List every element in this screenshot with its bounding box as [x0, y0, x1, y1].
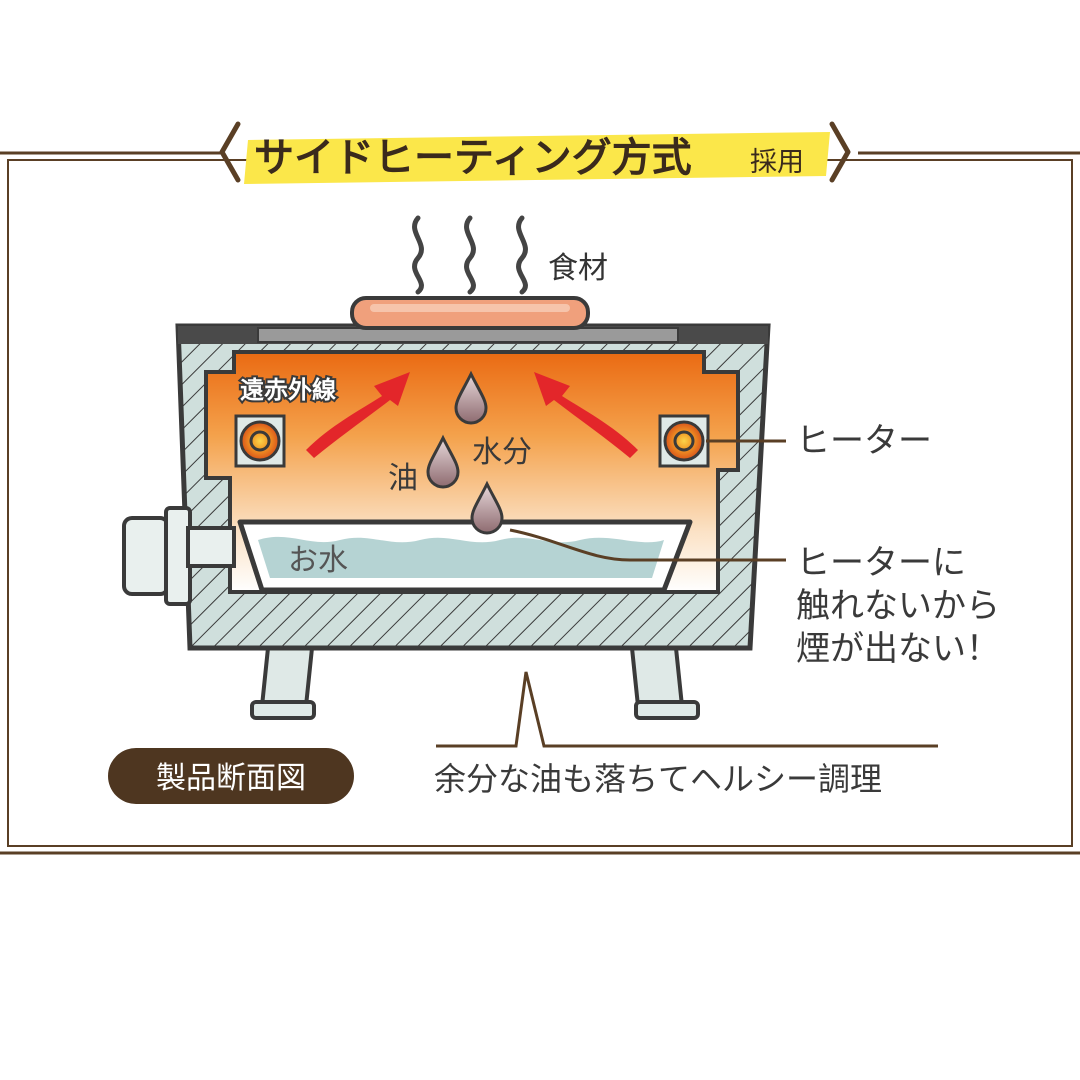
frame: [0, 151, 1080, 855]
label-moisture: 水分: [472, 435, 532, 470]
legs: [250, 646, 700, 720]
banner-suffix: 採用: [750, 147, 804, 178]
steam-wave-icon: [412, 215, 528, 295]
label-far-infrared: 遠赤外線: [240, 376, 336, 404]
title-banner: サイドヒーティング方式 採用: [219, 121, 851, 184]
label-healthy: 余分な油も落ちてヘルシー調理: [434, 760, 882, 798]
heater-coil-icon: [234, 414, 710, 468]
label-oil: 油: [388, 461, 418, 496]
leader-lines: [436, 439, 938, 748]
cross-section-badge: 製品断面図: [108, 748, 354, 804]
label-no-smoke-1: ヒーターに: [796, 543, 966, 583]
banner-title: サイドヒーティング方式: [254, 135, 692, 181]
grill-plate: [257, 327, 679, 343]
food-item: [350, 296, 590, 330]
label-heater: ヒーター: [796, 421, 932, 461]
chevron-right-icon: [829, 121, 851, 183]
label-food: 食材: [548, 251, 608, 286]
chevron-left-icon: [219, 121, 241, 183]
label-no-smoke-3: 煙が出ない！: [796, 629, 1000, 669]
water-tray: [237, 519, 693, 593]
knob-icon: [122, 506, 236, 606]
label-water: お水: [288, 543, 348, 578]
badge-label: 製品断面図: [156, 761, 306, 796]
label-no-smoke-2: 触れないから: [796, 586, 1000, 626]
curved-arrow-icon: [306, 372, 638, 458]
droplet-icon: [426, 370, 504, 535]
